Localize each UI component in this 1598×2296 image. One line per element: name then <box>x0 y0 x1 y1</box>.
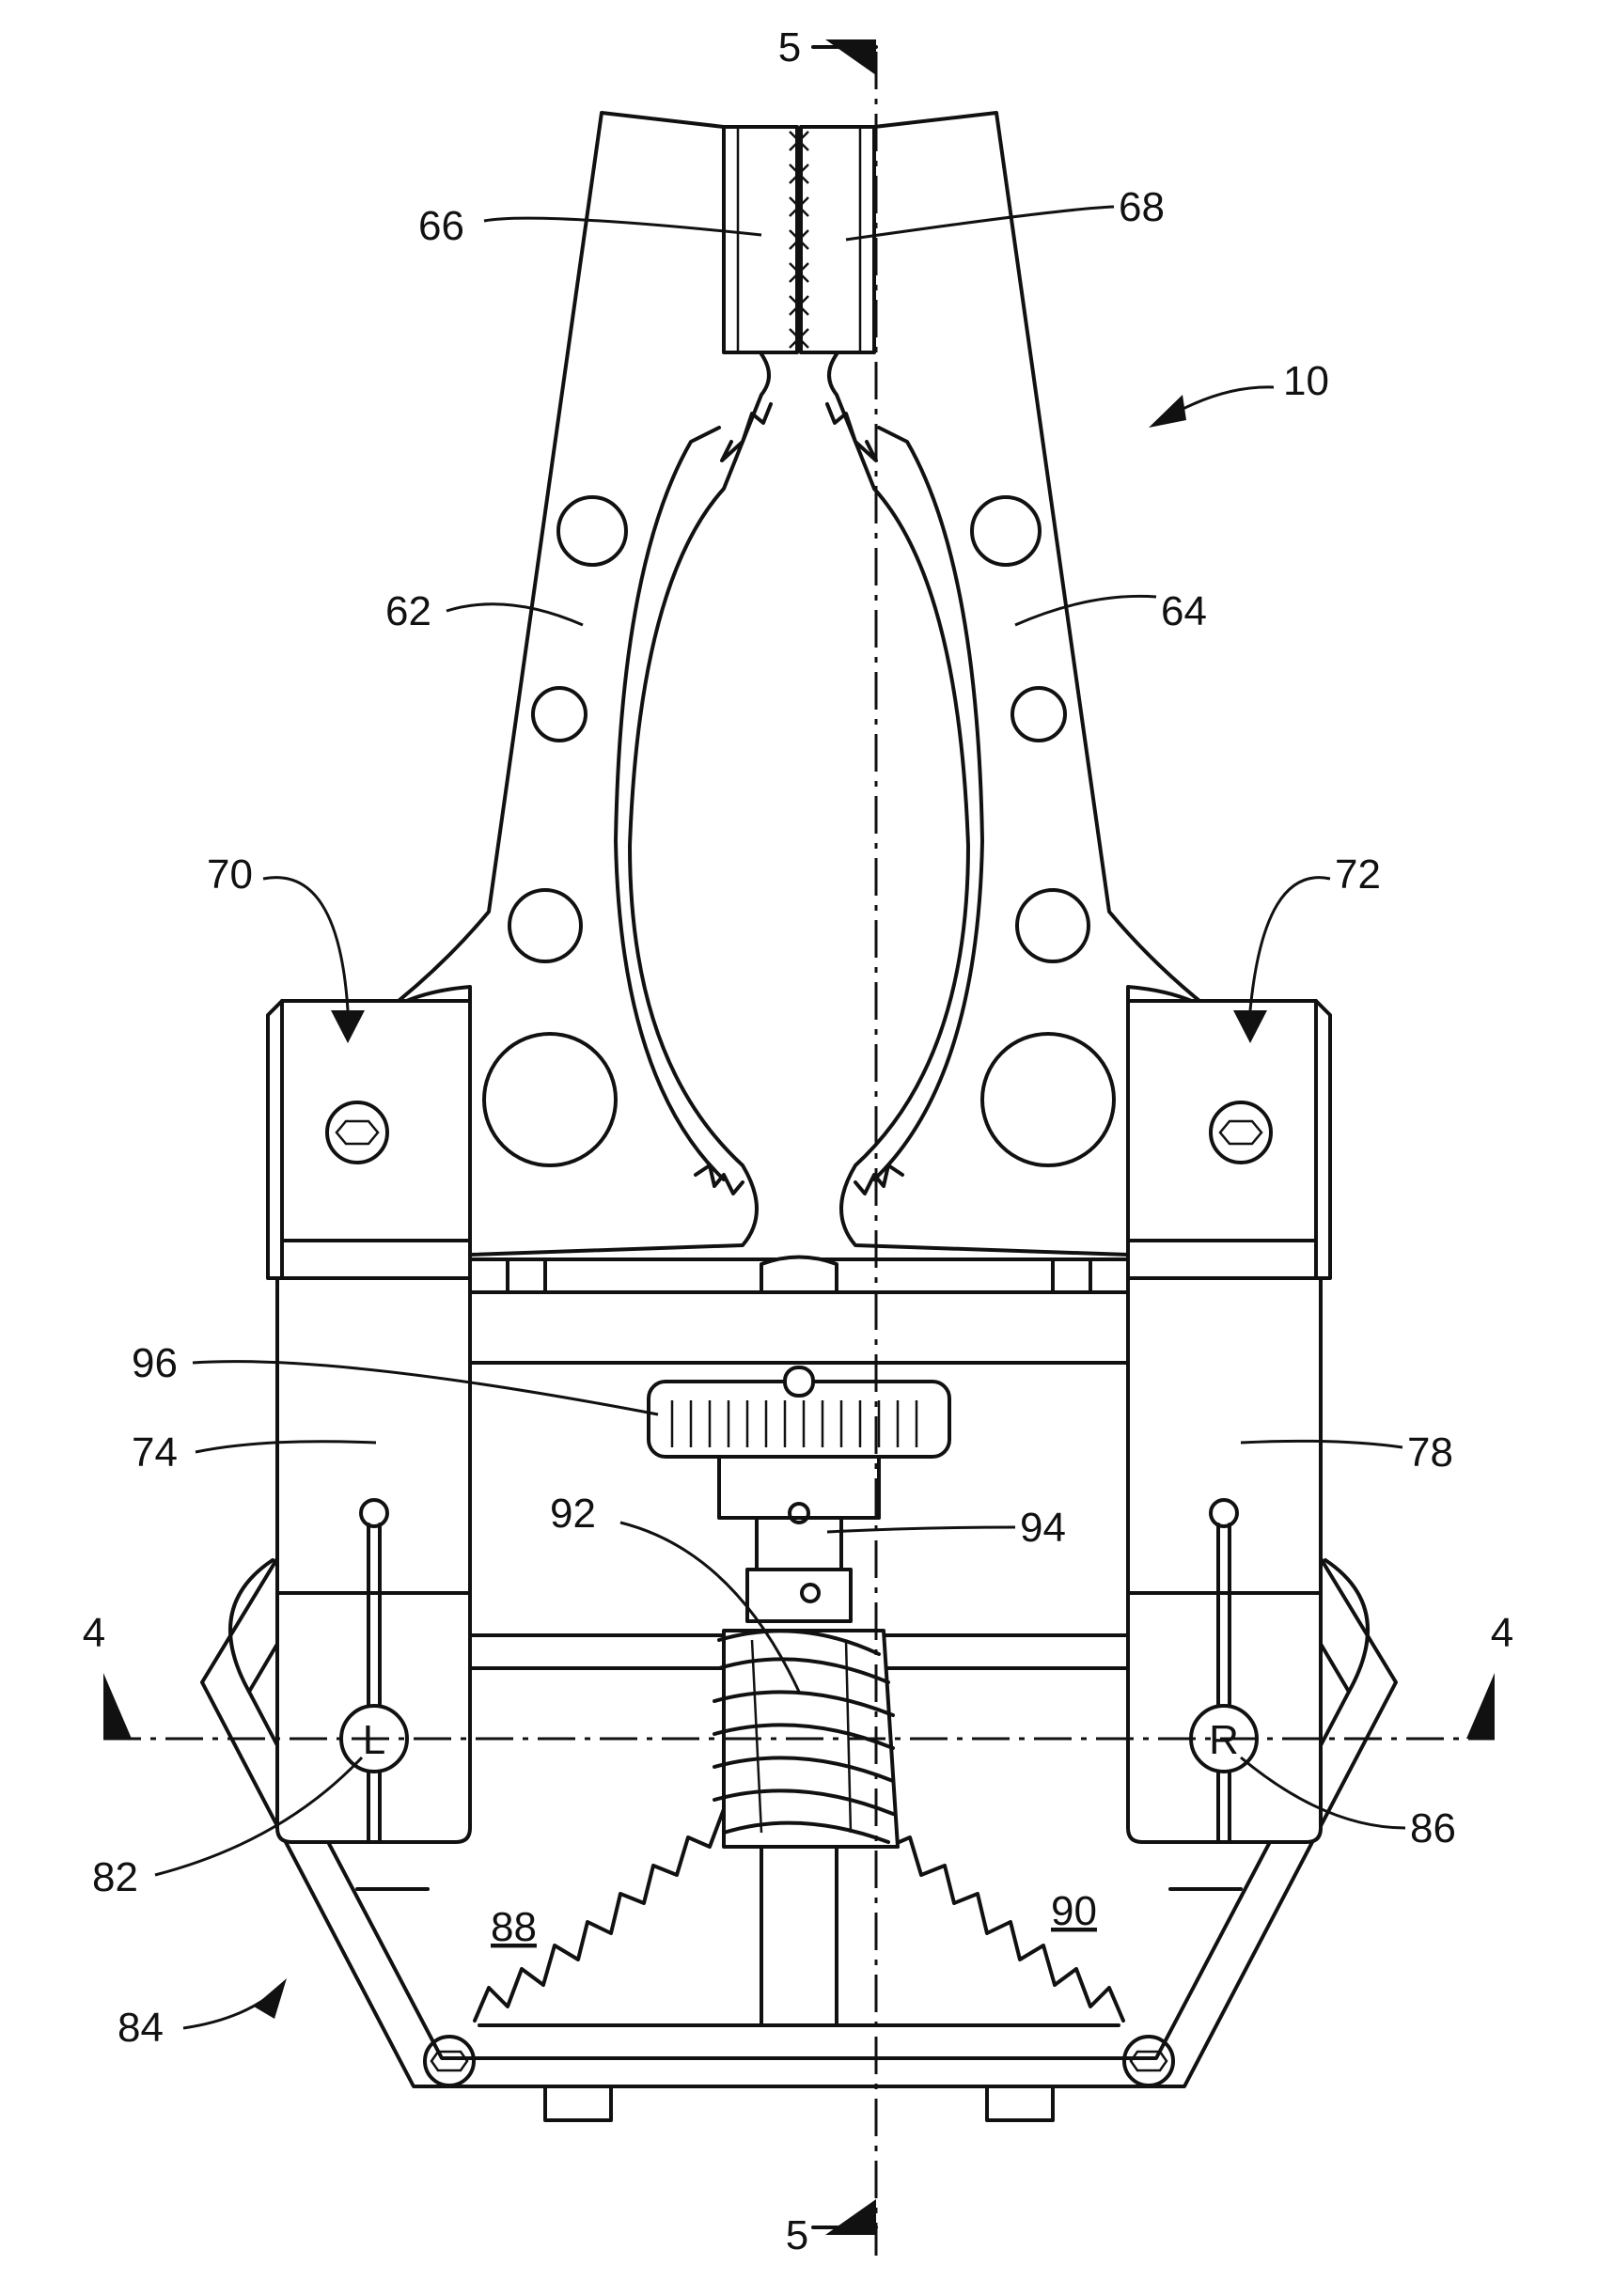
section-arrow-right <box>1466 1673 1495 1739</box>
hex-screw-icon <box>1209 1101 1273 1164</box>
ref-64: 64 <box>1161 588 1207 634</box>
screw-icon <box>423 2035 476 2087</box>
housing-84 <box>200 1549 1398 2122</box>
pad-66 <box>722 125 799 354</box>
screw-icon <box>1122 2035 1175 2087</box>
arrowhead-72 <box>1233 1010 1267 1043</box>
jaw-pads <box>722 125 876 354</box>
jaw-64 <box>825 111 1219 1257</box>
section-mark-right: 4 <box>1491 1610 1513 1656</box>
section-mark-top: 5 <box>778 24 801 70</box>
hex-screw-icon <box>325 1101 389 1164</box>
ref-94: 94 <box>1020 1505 1066 1551</box>
foot-left <box>543 2085 613 2122</box>
pad-68 <box>799 125 876 354</box>
ref-66: 66 <box>418 203 464 249</box>
ref-92: 92 <box>550 1491 596 1537</box>
ref-10: 10 <box>1283 358 1329 404</box>
arm-78 <box>1126 1276 1323 1844</box>
shaft-94 <box>717 1455 881 1623</box>
ref-88: 88 <box>491 1904 537 1950</box>
ref-74: 74 <box>132 1429 178 1476</box>
foot-right <box>985 2085 1055 2122</box>
ref-90: 90 <box>1051 1888 1097 1934</box>
ref-70: 70 <box>207 851 253 898</box>
ref-96: 96 <box>132 1340 178 1386</box>
block-72 <box>1126 999 1332 1280</box>
ref-62: 62 <box>385 588 431 634</box>
ref-86: 86 <box>1410 1805 1456 1851</box>
ref-82: 82 <box>92 1854 138 1900</box>
ref-72: 72 <box>1335 851 1381 898</box>
section-mark-left: 4 <box>83 1610 105 1656</box>
shaft-column <box>760 1831 838 2027</box>
arm-74 <box>275 1276 472 1844</box>
knurled-strip <box>789 131 809 349</box>
section-arrow-bottom <box>811 2199 878 2235</box>
section-arrow-top <box>811 39 878 75</box>
arrowhead-84 <box>254 1978 287 2019</box>
ref-84: 84 <box>118 2005 164 2051</box>
thumbwheel-96 <box>647 1366 951 1459</box>
ref-68: 68 <box>1119 184 1165 230</box>
arrowhead-10 <box>1149 395 1186 428</box>
block-70 <box>266 999 472 1280</box>
arrowhead-70 <box>331 1010 365 1043</box>
section-arrow-left <box>103 1673 132 1739</box>
section-mark-bottom: 5 <box>786 2212 808 2258</box>
ref-78: 78 <box>1407 1429 1453 1476</box>
